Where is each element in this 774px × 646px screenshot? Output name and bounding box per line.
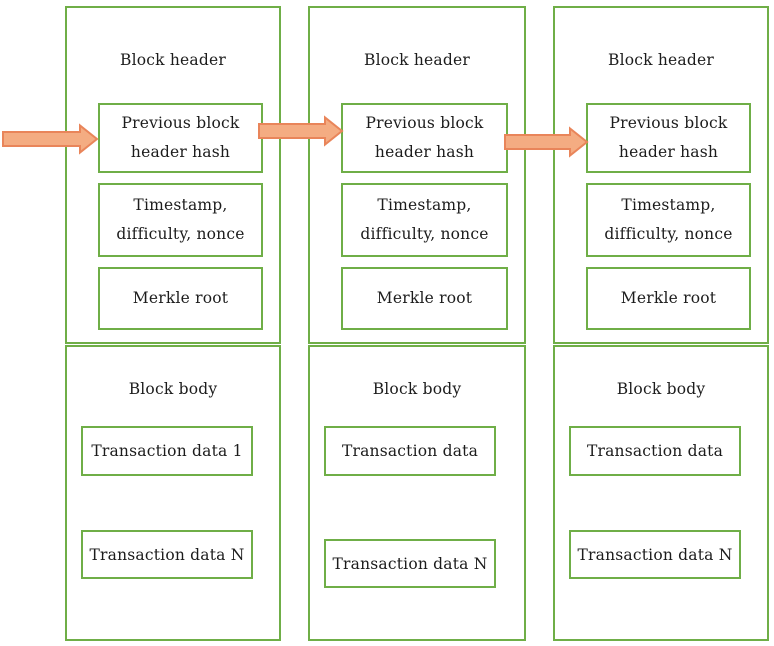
block-2-transaction-first-box: Transaction data [324,426,496,476]
timestamp-line2: difficulty, nonce [360,225,489,243]
block-2-timestamp-box: Timestamp, difficulty, nonce [341,183,508,257]
block-header-label: Block header [120,51,226,69]
block-1: Block header Previous block header hash … [65,6,281,641]
block-body-label: Block body [372,380,462,398]
block-1-transaction-first-box: Transaction data 1 [81,426,253,476]
block-2-body-section: Block body Transaction data Transaction … [308,345,526,641]
block-2: Block header Previous block header hash … [308,6,526,641]
previous-hash-line1: Previous block [121,114,240,132]
previous-hash-line1: Previous block [365,114,484,132]
merkle-root-label: Merkle root [620,289,717,307]
block-3-body-section: Block body Transaction data Transaction … [553,345,769,641]
merkle-root-label: Merkle root [132,289,229,307]
merkle-root-label: Merkle root [376,289,473,307]
block-3-previous-hash-box: Previous block header hash [586,103,751,173]
timestamp-line2: difficulty, nonce [116,225,245,243]
block-1-previous-hash-box: Previous block header hash [98,103,263,173]
timestamp-line2: difficulty, nonce [604,225,733,243]
previous-hash-line1: Previous block [609,114,728,132]
block-2-merkle-root-box: Merkle root [341,267,508,330]
transaction-first-label: Transaction data [341,442,479,460]
block-1-transaction-last-box: Transaction data N [81,530,253,579]
block-3-transaction-first-box: Transaction data [569,426,741,476]
previous-hash-line2: header hash [130,143,231,161]
block-header-label: Block header [608,51,714,69]
block-header-label: Block header [364,51,470,69]
block-3-transaction-last-box: Transaction data N [569,530,741,579]
timestamp-line1: Timestamp, [133,196,228,214]
timestamp-line1: Timestamp, [377,196,472,214]
block-1-merkle-root-box: Merkle root [98,267,263,330]
transaction-last-label: Transaction data N [577,545,733,564]
block-2-previous-hash-box: Previous block header hash [341,103,508,173]
timestamp-line1: Timestamp, [621,196,716,214]
block-3-header-section: Block header Previous block header hash … [553,6,769,344]
block-1-body-section: Block body Transaction data 1 Transactio… [65,345,281,641]
transaction-last-label: Transaction data N [89,545,245,564]
block-body-label: Block body [616,380,706,398]
previous-hash-line2: header hash [374,143,475,161]
previous-hash-line2: header hash [618,143,719,161]
block-3-merkle-root-box: Merkle root [586,267,751,330]
transaction-first-label: Transaction data 1 [91,442,243,460]
block-3-timestamp-box: Timestamp, difficulty, nonce [586,183,751,257]
block-1-header-section: Block header Previous block header hash … [65,6,281,344]
transaction-first-label: Transaction data [586,442,724,460]
block-body-label: Block body [128,380,218,398]
block-1-timestamp-box: Timestamp, difficulty, nonce [98,183,263,257]
transaction-last-label: Transaction data N [332,554,488,573]
block-2-transaction-last-box: Transaction data N [324,539,496,588]
block-3: Block header Previous block header hash … [553,6,769,641]
block-2-header-section: Block header Previous block header hash … [308,6,526,344]
